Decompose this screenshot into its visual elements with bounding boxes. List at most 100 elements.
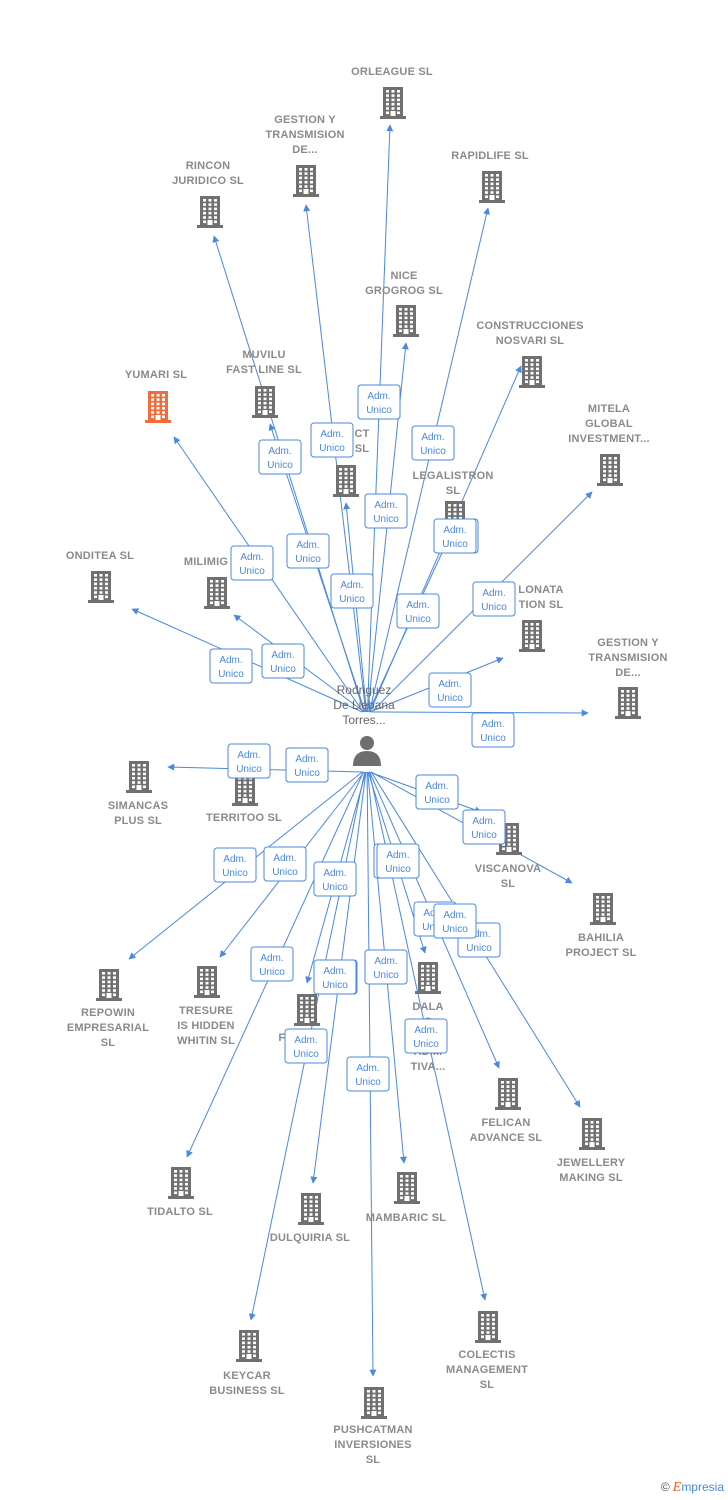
role-badge-extra-2[interactable]: Adm.Unico <box>433 903 477 939</box>
building-icon <box>475 1311 501 1343</box>
role-badge-extra-0[interactable]: Adm.Unico <box>313 861 357 897</box>
badge-role-line2: Unico <box>385 864 411 875</box>
badge-role-line1: Adm. <box>481 719 504 730</box>
role-badge-pushcatman[interactable]: Adm.Unico <box>346 1056 390 1092</box>
role-badge-mambaric[interactable]: Adm.Unico <box>364 949 408 985</box>
role-badge-mitela[interactable]: Adm.Unico <box>472 581 516 617</box>
company-label-milimig[interactable]: MILIMIG <box>184 556 228 568</box>
company-label-mambaric[interactable]: MAMBARIC SL <box>366 1212 446 1224</box>
role-badge-extra-1[interactable]: Adm.Unico <box>376 843 420 879</box>
role-badge-ct[interactable]: Adm.Unico <box>330 573 374 609</box>
building-icon <box>519 356 545 388</box>
badge-role-line1: Adm. <box>240 552 263 563</box>
company-label-orleague[interactable]: ORLEAGUE SL <box>351 66 433 78</box>
role-badge-extra-4[interactable]: Adm.Unico <box>364 493 408 529</box>
company-label-dulquiria[interactable]: DULQUIRIA SL <box>270 1232 350 1244</box>
role-badge-legalistron[interactable]: Adm.Unico <box>396 593 440 629</box>
badge-role-line2: Unico <box>218 669 244 680</box>
role-badge-rincon[interactable]: Adm.Unico <box>258 439 302 475</box>
badge-role-line1: Adm. <box>219 655 242 666</box>
company-label-onditea[interactable]: ONDITEA SL <box>66 550 134 562</box>
badge-role-line1: Adm. <box>472 816 495 827</box>
badge-role-line2: Unico <box>339 594 365 605</box>
building-icon <box>252 386 278 418</box>
role-badge-tidalto[interactable]: Adm.Unico <box>250 946 294 982</box>
company-label-yumari[interactable]: YUMARI SL <box>125 369 187 381</box>
role-badge-nice[interactable]: Adm.Unico <box>357 384 401 420</box>
badge-role-line1: Adm. <box>414 1025 437 1036</box>
building-icon <box>361 1387 387 1419</box>
badge-role-line2: Unico <box>480 733 506 744</box>
role-badge-repowin[interactable]: Adm.Unico <box>213 847 257 883</box>
badge-role-line2: Unico <box>222 868 248 879</box>
role-badge-tresure[interactable]: Adm.Unico <box>263 846 307 882</box>
role-badge-gestion1[interactable]: Adm.Unico <box>310 422 354 458</box>
badge-role-line2: Unico <box>319 443 345 454</box>
badge-role-line1: Adm. <box>268 446 291 457</box>
company-label-territoo[interactable]: TERRITOO SL <box>206 812 282 824</box>
building-icon <box>204 577 230 609</box>
building-icon <box>393 305 419 337</box>
role-badge-dulquiria[interactable]: Adm. Unico <box>313 959 357 995</box>
role-badge-yumari[interactable]: Adm.Unico <box>230 545 274 581</box>
building-icon <box>194 966 220 998</box>
badge-role-line2: Unico <box>481 602 507 613</box>
role-badge-milimig[interactable]: Adm.Unico <box>261 643 305 679</box>
badge-role-line1: Adm. <box>374 956 397 967</box>
badge-role-line1: Adm. <box>294 1035 317 1046</box>
role-badge-extra-3[interactable]: Adm.Unico <box>285 747 329 783</box>
badge-role-line1: Adm. <box>237 750 260 761</box>
role-badge-colectis[interactable]: Adm.Unico <box>404 1018 448 1054</box>
badge-role-line2: Unico <box>355 1077 381 1088</box>
badge-role-line1: Adm. <box>323 966 346 977</box>
empresia-watermark[interactable]: ©Empresia <box>661 1480 724 1496</box>
building-icon <box>96 969 122 1001</box>
company-label-rapidlife[interactable]: RAPIDLIFE SL <box>451 150 529 162</box>
role-badge-muvilu[interactable]: Adm.Unico <box>286 533 330 569</box>
role-badge-viscanova[interactable]: Adm.Unico <box>415 774 459 810</box>
role-badge-lonata[interactable]: Adm.Unico <box>428 672 472 708</box>
badge-role-line1: Adm. <box>323 868 346 879</box>
brand-initial: E <box>672 1480 682 1495</box>
badge-role-line2: Unico <box>322 980 348 991</box>
role-badge-simancas[interactable]: Adm.Unico <box>227 743 271 779</box>
role-badge-bahilia[interactable]: Adm.Unico <box>462 809 506 845</box>
badge-role-line2: Unico <box>295 554 321 565</box>
role-badge-rapidlife[interactable]: Adm.Unico <box>411 425 455 461</box>
role-badge-gestion2[interactable]: Adm. Unico <box>471 712 515 748</box>
building-icon <box>88 571 114 603</box>
role-badge-extra-5[interactable]: Adm.Unico <box>433 518 477 554</box>
role-badge-keycar[interactable]: Adm.Unico <box>284 1028 328 1064</box>
badge-role-line1: Adm. <box>467 929 490 940</box>
badge-role-line1: Adm. <box>273 853 296 864</box>
badge-role-line1: Adm. <box>438 679 461 690</box>
building-icon <box>590 893 616 925</box>
company-label-tidalto[interactable]: TIDALTO SL <box>147 1206 213 1218</box>
badge-role-line2: Unico <box>442 539 468 550</box>
role-badge-onditea[interactable]: Adm. Unico <box>209 648 253 684</box>
